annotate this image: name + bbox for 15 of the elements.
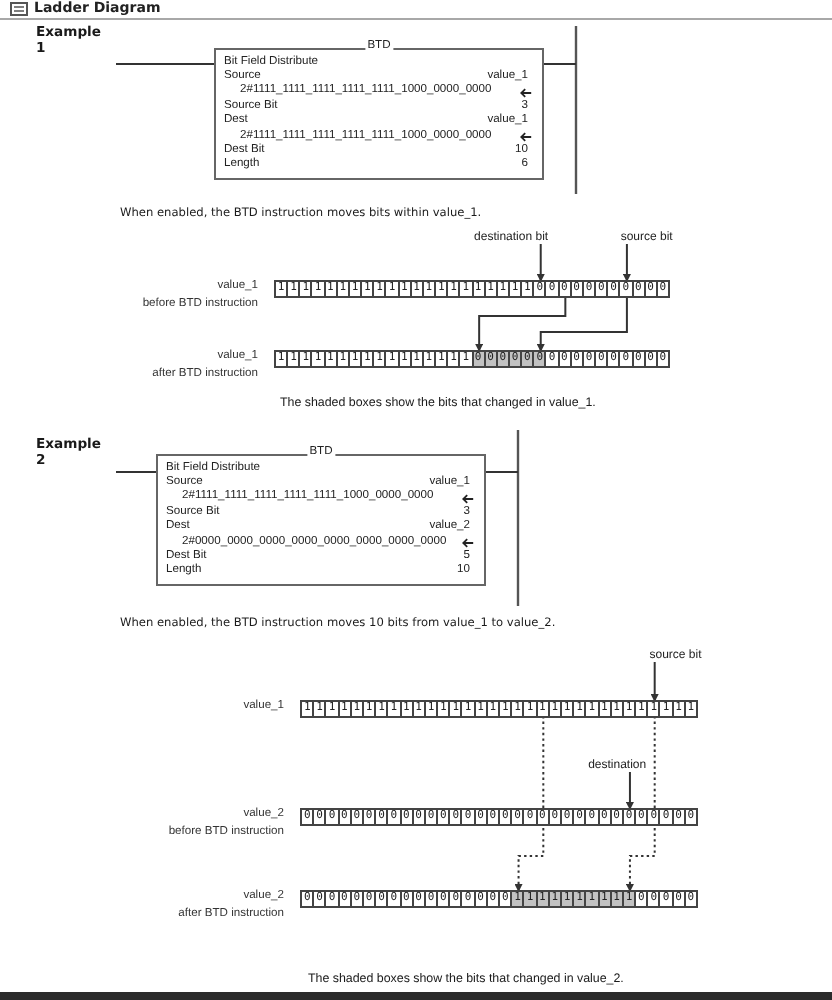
bit-register (300, 808, 698, 826)
rung-wire (485, 471, 519, 473)
bit-register (274, 350, 670, 368)
bit-register (300, 890, 698, 908)
bit-register (300, 700, 698, 718)
leader-arrow (650, 661, 659, 703)
bit-move-arrow (536, 295, 628, 353)
rung-wire (543, 63, 577, 65)
rung-wire (115, 63, 215, 65)
bit-move-arrow (475, 295, 567, 353)
leader-arrow (625, 771, 634, 811)
leader-arrow (536, 243, 545, 283)
rung-wire (115, 471, 157, 473)
leader-arrow (622, 243, 631, 283)
bit-register (274, 280, 670, 298)
